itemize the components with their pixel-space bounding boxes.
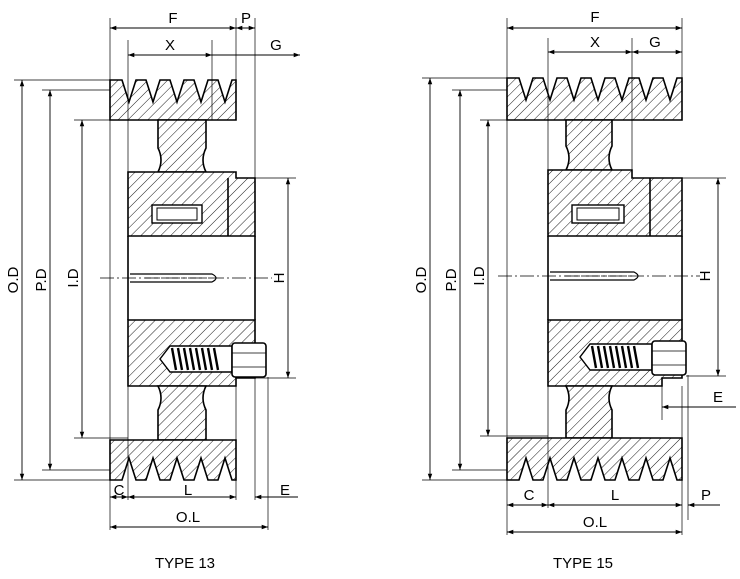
type13-top-web — [156, 119, 208, 173]
type13-label-X: X — [165, 37, 175, 54]
type15-bottom-rim — [506, 437, 683, 481]
type15-label-X: X — [590, 34, 600, 51]
type13-label-OD: O.D — [5, 267, 22, 294]
type15-label-OD: O.D — [413, 267, 430, 294]
type15-label-PD: P.D — [443, 268, 460, 291]
type13-label-ID: I.D — [65, 268, 82, 287]
type13-top-rim — [109, 79, 237, 121]
type13-label-OL: O.L — [176, 509, 200, 526]
type13-label-L: L — [184, 482, 192, 499]
type15-label-OL: O.L — [583, 514, 607, 531]
type15-caption: TYPE 15 — [553, 555, 613, 572]
type13-screw-head — [231, 342, 267, 378]
type13-label-H: H — [271, 273, 288, 284]
type15-drawing: F X G O.D P.D I.D H E C L P O.L TYPE 15 — [413, 9, 736, 572]
type15-top-web — [564, 119, 614, 171]
type15-label-L: L — [611, 487, 619, 504]
type13-drawing: F P X G O.D P.D I.D H C L E O.L TYPE 13 — [5, 10, 300, 572]
type13-top-hub — [127, 171, 256, 237]
type13-label-C: C — [114, 482, 125, 499]
type13-label-G: G — [270, 37, 282, 54]
type15-bottom-web — [564, 385, 614, 439]
type15-label-H: H — [697, 271, 714, 282]
type15-top-rim — [506, 77, 683, 121]
type15-label-F: F — [590, 9, 599, 26]
type15-label-P: P — [701, 487, 711, 504]
type15-screw-head — [651, 340, 687, 376]
type13-bottom-web — [156, 385, 208, 441]
type15-top-hub — [547, 169, 683, 237]
type13-caption: TYPE 13 — [155, 555, 215, 572]
type13-label-F: F — [168, 10, 177, 27]
type15-label-ID: I.D — [471, 266, 488, 285]
type13-bottom-rim — [109, 439, 237, 481]
type13-label-P: P — [241, 10, 251, 27]
type15-label-C: C — [524, 487, 535, 504]
type13-label-PD: P.D — [33, 268, 50, 291]
type15-label-G: G — [649, 34, 661, 51]
type15-label-E: E — [713, 389, 723, 406]
type13-label-E: E — [280, 482, 290, 499]
